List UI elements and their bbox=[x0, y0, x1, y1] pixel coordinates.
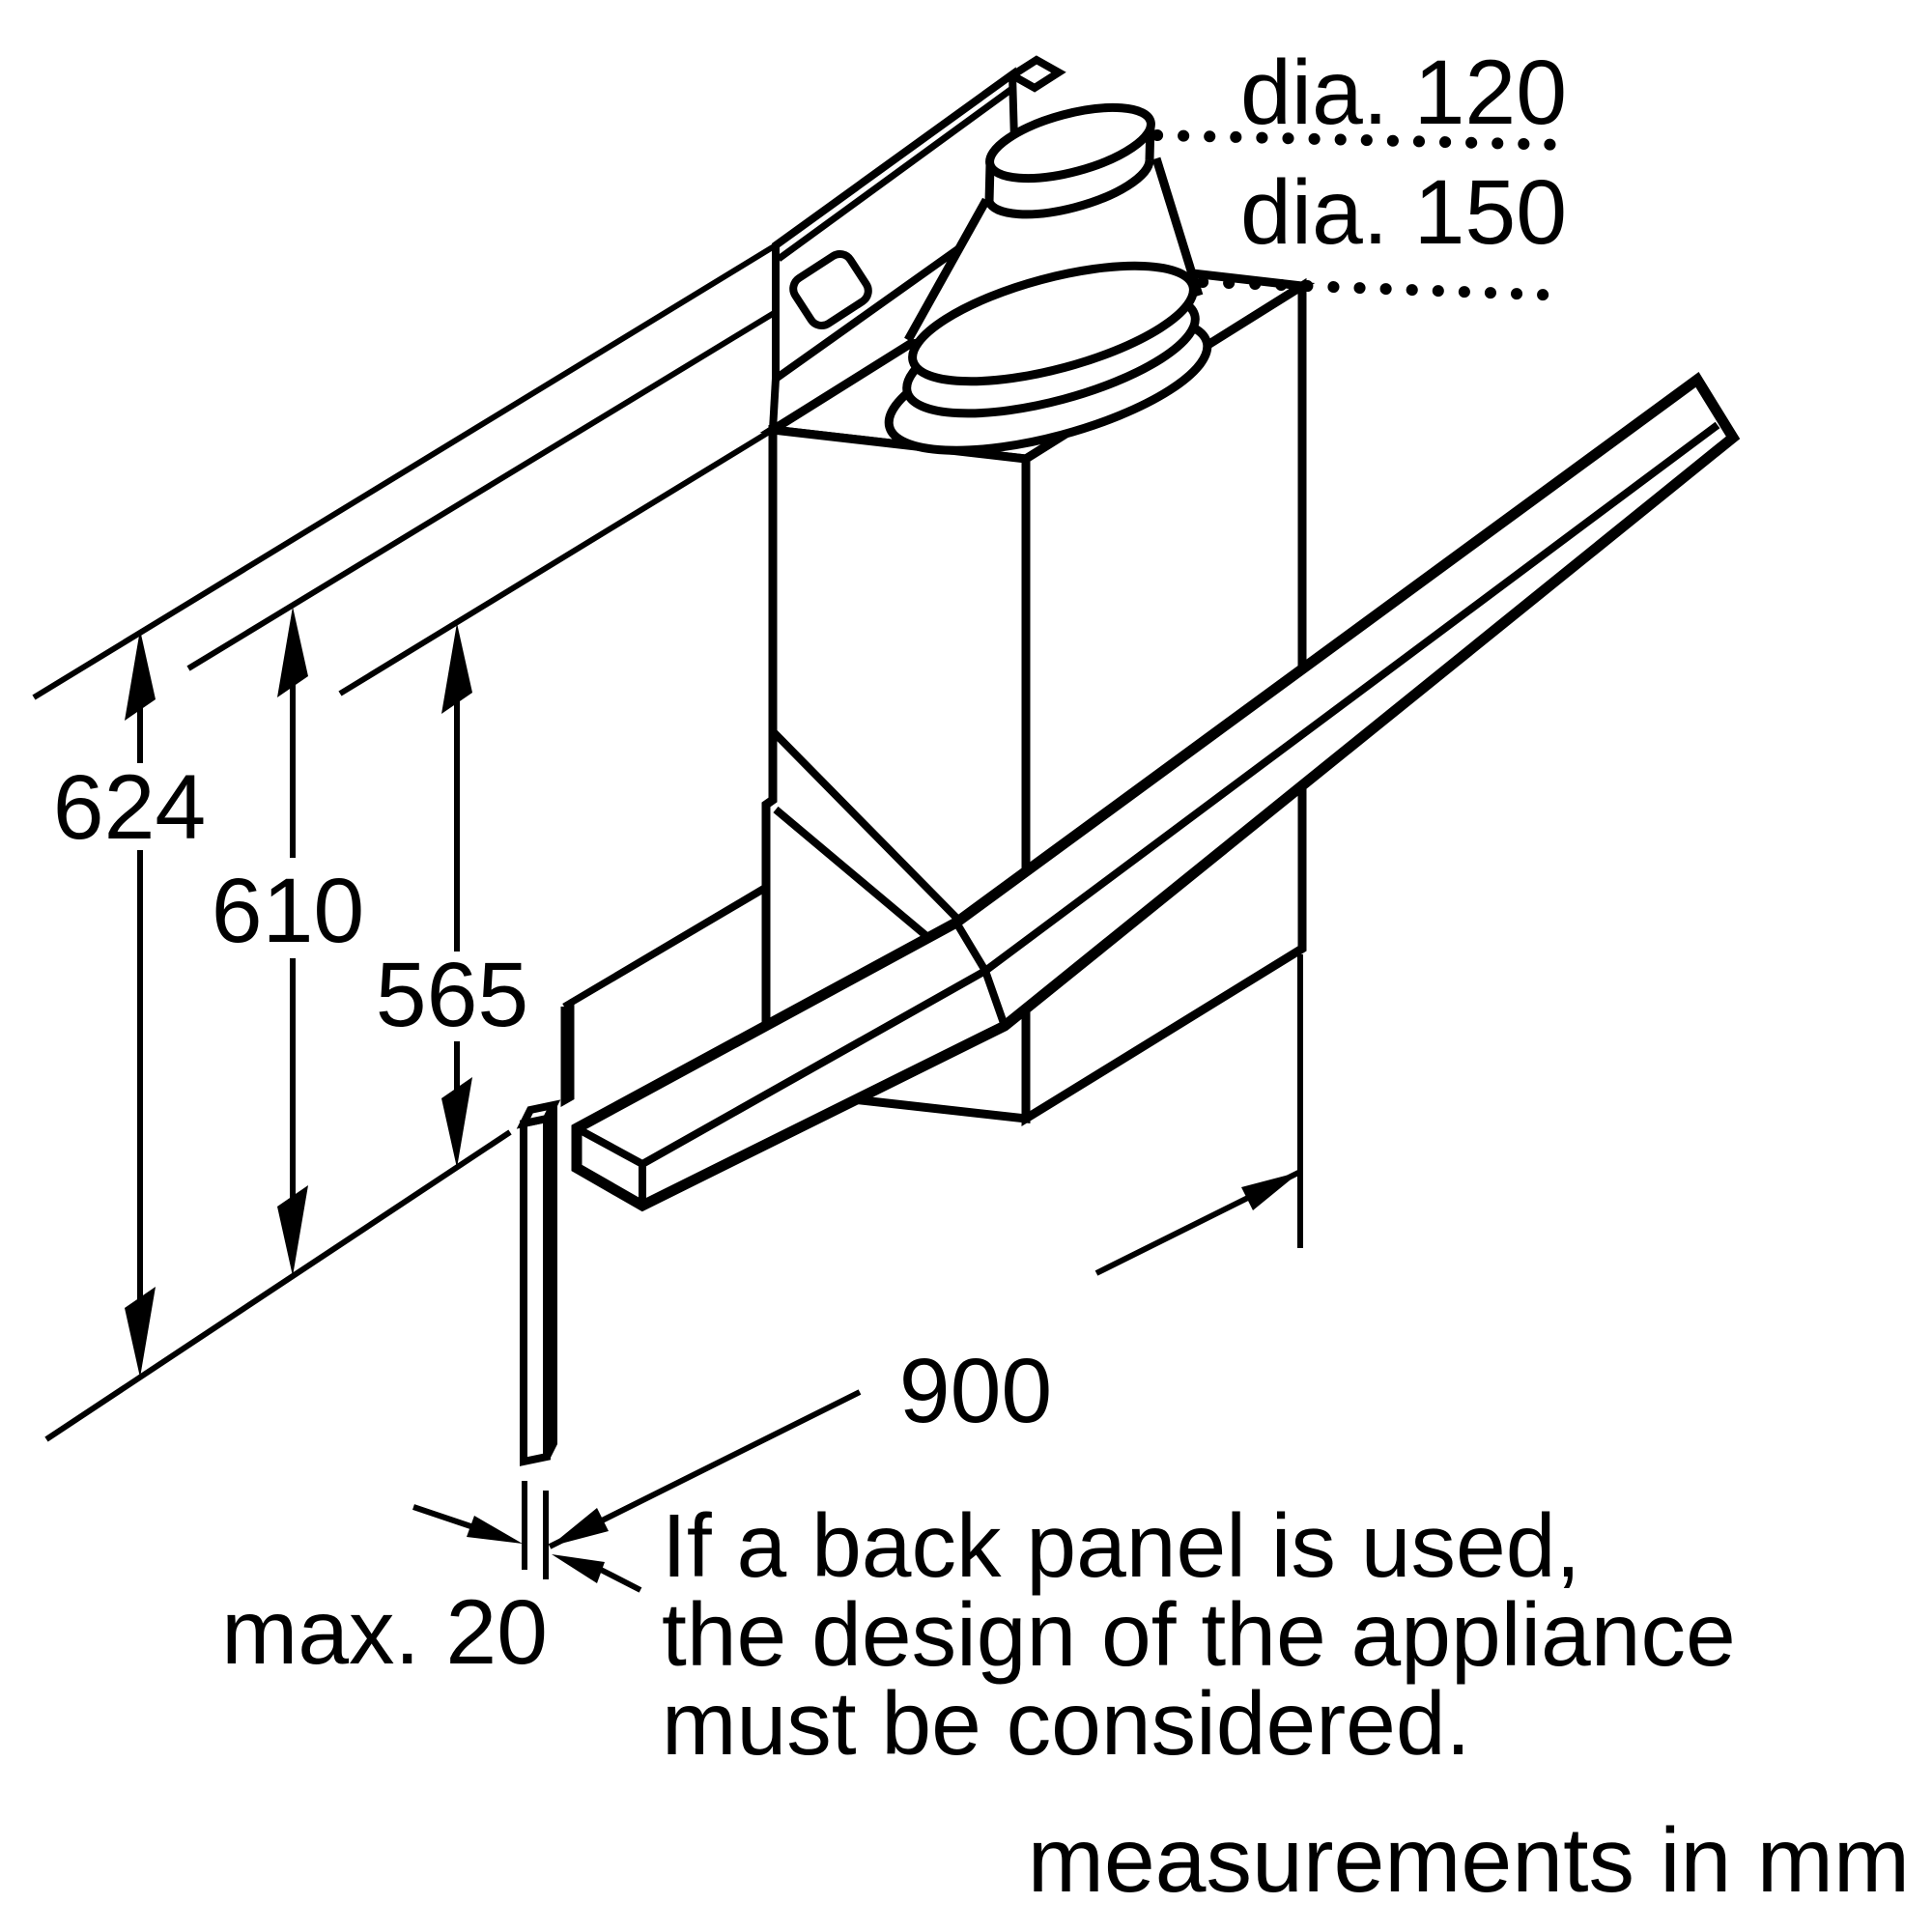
duct-top-rim-120 bbox=[985, 102, 1155, 184]
back-panel-side-face bbox=[543, 1103, 557, 1459]
reference-line-624 bbox=[32, 242, 778, 700]
diameter-callouts: dia. 120 dia. 150 bbox=[1151, 42, 1571, 301]
screen-panel bbox=[571, 372, 1741, 1212]
leader-dia-150 bbox=[1197, 276, 1571, 301]
duct-second-rim bbox=[984, 159, 1154, 219]
arrowhead-610-up bbox=[277, 607, 308, 697]
label-610: 610 bbox=[212, 860, 365, 962]
wall-reference-lines bbox=[32, 242, 778, 1442]
dimension-610: 610 bbox=[212, 607, 365, 1276]
screen-attachment-edge-upper bbox=[770, 728, 961, 923]
arrowhead-565-down bbox=[441, 1077, 472, 1168]
arrowhead-624-down bbox=[125, 1287, 156, 1378]
leader-dia-120 bbox=[1151, 129, 1571, 151]
note-line-3: must be considered. bbox=[662, 1673, 1470, 1774]
lower-wall-rail bbox=[560, 883, 768, 1108]
reference-line-610 bbox=[186, 309, 778, 671]
arrowhead-610-down bbox=[277, 1185, 308, 1276]
label-900: 900 bbox=[899, 1340, 1053, 1442]
dimension-624: 624 bbox=[53, 630, 207, 1378]
label-dia-120: dia. 120 bbox=[1240, 42, 1567, 144]
label-624: 624 bbox=[53, 756, 207, 859]
arrowhead-max20-left bbox=[467, 1516, 523, 1544]
keyhole-cutout bbox=[789, 249, 872, 330]
label-dia-150: dia. 150 bbox=[1240, 161, 1567, 264]
rail-end-tab bbox=[1005, 55, 1066, 93]
duct-ring-150 bbox=[908, 261, 1198, 386]
dimension-900: 900 bbox=[548, 954, 1303, 1549]
arrowhead-624-up bbox=[125, 630, 156, 721]
arrowhead-565-up bbox=[441, 623, 472, 714]
reference-line-565 bbox=[338, 428, 773, 696]
back-panel bbox=[516, 1099, 561, 1466]
label-max20: max. 20 bbox=[221, 1581, 548, 1684]
label-565: 565 bbox=[376, 944, 529, 1046]
hob-reference-line bbox=[44, 1129, 512, 1442]
note-line-2: the design of the appliance bbox=[662, 1584, 1736, 1685]
arrowhead-900-left bbox=[550, 1508, 609, 1547]
cone-left-side bbox=[904, 197, 990, 343]
arrowhead-max20-right bbox=[552, 1554, 605, 1583]
dimension-max20: max. 20 bbox=[221, 1481, 642, 1684]
screen-outline bbox=[571, 372, 1741, 1212]
screen-fold-line bbox=[952, 920, 1009, 1028]
dimension-565: 565 bbox=[376, 623, 529, 1168]
note-line-1: If a back panel is used, bbox=[662, 1495, 1580, 1596]
duct-adapter bbox=[884, 102, 1212, 455]
mounting-rail-top-surface-edge bbox=[776, 85, 1016, 262]
cone-right-side bbox=[1151, 156, 1204, 298]
units-footer: measurements in mm bbox=[1028, 1809, 1910, 1912]
arrowhead-900-right bbox=[1241, 1172, 1300, 1210]
back-panel-note: If a back panel is used, the design of t… bbox=[662, 1495, 1736, 1774]
